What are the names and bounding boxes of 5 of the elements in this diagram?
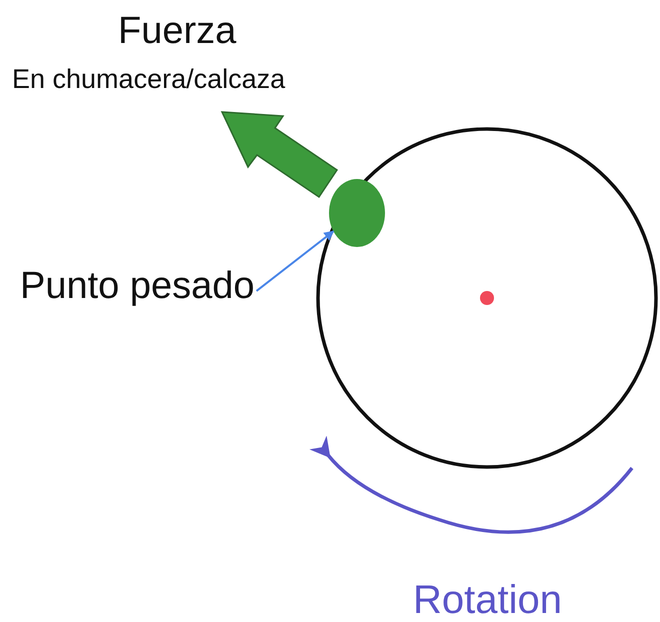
subheading: En chumacera/calcaza: [12, 64, 286, 95]
part-label: Punto pesado: [20, 266, 255, 308]
heading: Fuerza: [118, 10, 236, 53]
leader-line: [256, 230, 334, 292]
rotation-label: Rotation: [413, 578, 562, 622]
